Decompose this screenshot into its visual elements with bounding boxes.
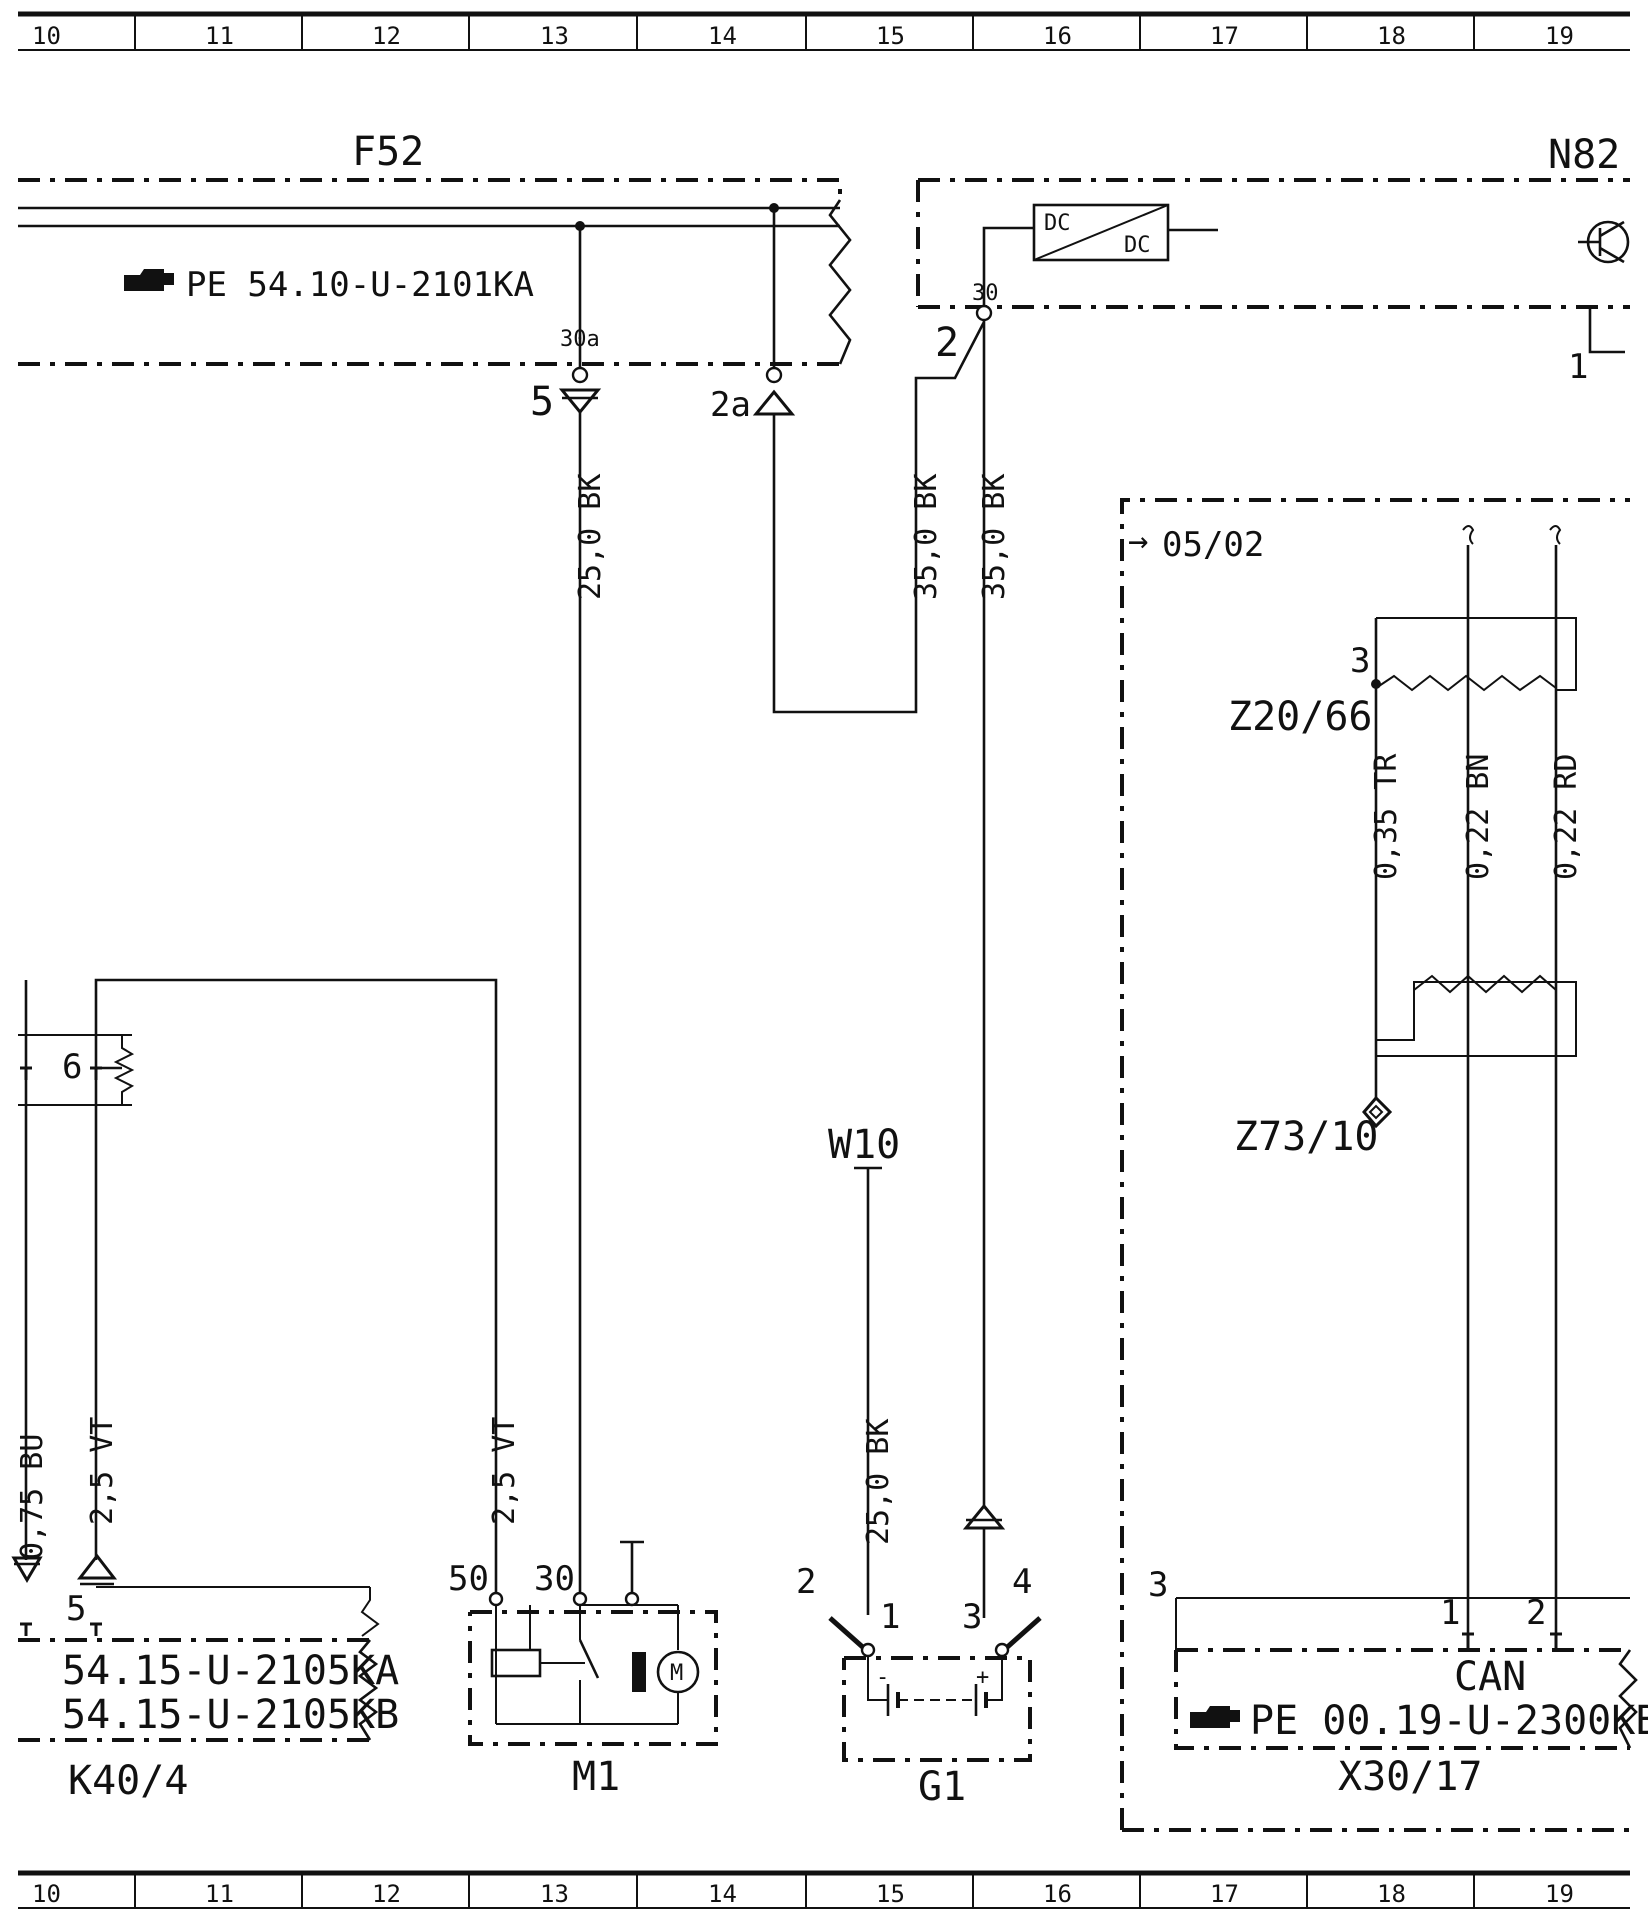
g1-label: G1 — [918, 1764, 966, 1810]
wire-can-bn: 0,22 BN — [1461, 754, 1496, 880]
g1-pin-2: 2 — [796, 1562, 816, 1602]
wire-w10-g1: 25,0 BK — [861, 1419, 896, 1545]
n82-label: N82 — [1548, 132, 1620, 178]
w10-label: W10 — [828, 1122, 900, 1168]
svg-text:54.15-U-2105KB: 54.15-U-2105KB — [62, 1692, 399, 1738]
g1-pin-4: 4 — [1012, 1562, 1032, 1602]
grid-bottom-10: 10 — [32, 1880, 61, 1908]
grid-top-15: 15 — [876, 22, 905, 50]
wire-can-rd: 0,22 RD — [1549, 754, 1584, 880]
grid-top-18: 18 — [1377, 22, 1406, 50]
grid-top-11: 11 — [205, 22, 234, 50]
k40-4-label: K40/4 — [68, 1758, 188, 1804]
grid-top-17: 17 — [1210, 22, 1239, 50]
g1-battery: 2 1 3 4 - + G1 — [796, 1562, 1042, 1810]
g1-pin-1: 1 — [880, 1597, 900, 1637]
grid-top-14: 14 — [708, 22, 737, 50]
x30-doc-reference: PE 00.19-U-2300KB — [1190, 1698, 1648, 1744]
grid-bottom: 10 11 12 13 14 15 16 17 18 19 — [18, 1870, 1630, 1909]
n82-pin-1: 1 — [1568, 347, 1588, 387]
f52-pin-5: 5 — [530, 379, 554, 425]
wire-f52-out: 25,0 BK — [573, 474, 608, 600]
wire-can-tr: 0,35 TR — [1369, 753, 1404, 880]
f52-doc-reference: PE 54.10-U-2101KA — [124, 265, 534, 305]
svg-text:PE 00.19-U-2300KB: PE 00.19-U-2300KB — [1250, 1698, 1648, 1744]
transistor-icon — [1578, 220, 1630, 264]
wire-n82-to-g1: 35,0 BK — [977, 474, 1012, 600]
m1-label: M1 — [572, 1754, 620, 1800]
z20-pin-3: 3 — [1350, 641, 1370, 681]
z20-66-label: Z20/66 — [1228, 694, 1373, 740]
pointing-hand-icon — [124, 269, 174, 291]
f52-label: F52 — [352, 129, 424, 175]
pointing-hand-icon — [1190, 1706, 1240, 1728]
g1-minus: - — [876, 1665, 889, 1690]
grid-bottom-15: 15 — [876, 1880, 905, 1908]
n82-module: N82 DC DC 30 2 1 — [916, 132, 1630, 387]
k40-4-module: 6 0,75 BU 2,5 VT 2,5 VT 5 54.15-U-2105KA… — [11, 978, 522, 1804]
k40-pin-5: 5 — [66, 1589, 86, 1629]
grid-bottom-18: 18 — [1377, 1880, 1406, 1908]
sheet-ref: 05/02 — [1162, 525, 1264, 565]
m1-starter: 50 30 M M1 — [448, 1430, 718, 1800]
dcdc-out: DC — [1124, 233, 1151, 258]
grid-top-10: 10 — [32, 22, 61, 50]
grid-bottom-13: 13 — [540, 1880, 569, 1908]
z73-10-label: Z73/10 — [1234, 1114, 1379, 1160]
wire-k40-bu: 0,75 BU — [15, 1434, 50, 1560]
grid-top-16: 16 — [1043, 22, 1072, 50]
f52-pin-30a: 30a — [560, 327, 600, 352]
grid-bottom-16: 16 — [1043, 1880, 1072, 1908]
grid-bottom-14: 14 — [708, 1880, 737, 1908]
f52-fuse-box: F52 PE 54.10-U-2101KA 30a 5 2a — [18, 129, 852, 425]
g1-pin-3: 3 — [962, 1597, 982, 1637]
can-label: CAN — [1454, 1654, 1526, 1700]
grid-top-13: 13 — [540, 22, 569, 50]
svg-text:PE 54.10-U-2101KA: PE 54.10-U-2101KA — [186, 265, 534, 305]
w10-ground: W10 25,0 BK — [828, 1122, 900, 1615]
x30-17-label: X30/17 — [1338, 1754, 1483, 1800]
grid-bottom-17: 17 — [1210, 1880, 1239, 1908]
m1-pin-30: 30 — [534, 1559, 575, 1599]
dcdc-converter: DC DC — [982, 203, 1218, 313]
grid-top-19: 19 — [1545, 22, 1574, 50]
dcdc-in: DC — [1044, 211, 1071, 236]
svg-text:54.15-U-2105KA: 54.15-U-2105KA — [62, 1648, 399, 1694]
x30-pin-3: 3 — [1148, 1565, 1168, 1605]
g1-plus: + — [976, 1665, 989, 1690]
grid-bottom-12: 12 — [372, 1880, 401, 1908]
k40-pin-6: 6 — [62, 1047, 82, 1087]
sheet-ref-arrow: → — [1128, 521, 1148, 561]
grid-top: 10 11 12 13 14 15 16 17 18 19 — [18, 11, 1630, 51]
can-section: → 05/02 3 Z20/66 0,35 TR 0,22 BN 0,22 RD… — [1120, 498, 1648, 1832]
grid-bottom-19: 19 — [1545, 1880, 1574, 1908]
x30-pin-2: 2 — [1526, 1593, 1546, 1633]
m1-pin-50: 50 — [448, 1559, 489, 1599]
wire-k40-vt: 2,5 VT — [85, 1417, 120, 1525]
grid-bottom-11: 11 — [205, 1880, 234, 1908]
n82-pin-30: 30 — [972, 281, 999, 306]
f52-pin-2a: 2a — [710, 385, 751, 425]
x30-pin-1: 1 — [1440, 1593, 1460, 1633]
motor-icon: M — [670, 1661, 683, 1686]
grid-top-12: 12 — [372, 22, 401, 50]
n82-pin-2: 2 — [935, 320, 959, 366]
wire-n82-loop: 35,0 BK — [909, 474, 944, 600]
wire-m1-vt: 2,5 VT — [487, 1417, 522, 1525]
